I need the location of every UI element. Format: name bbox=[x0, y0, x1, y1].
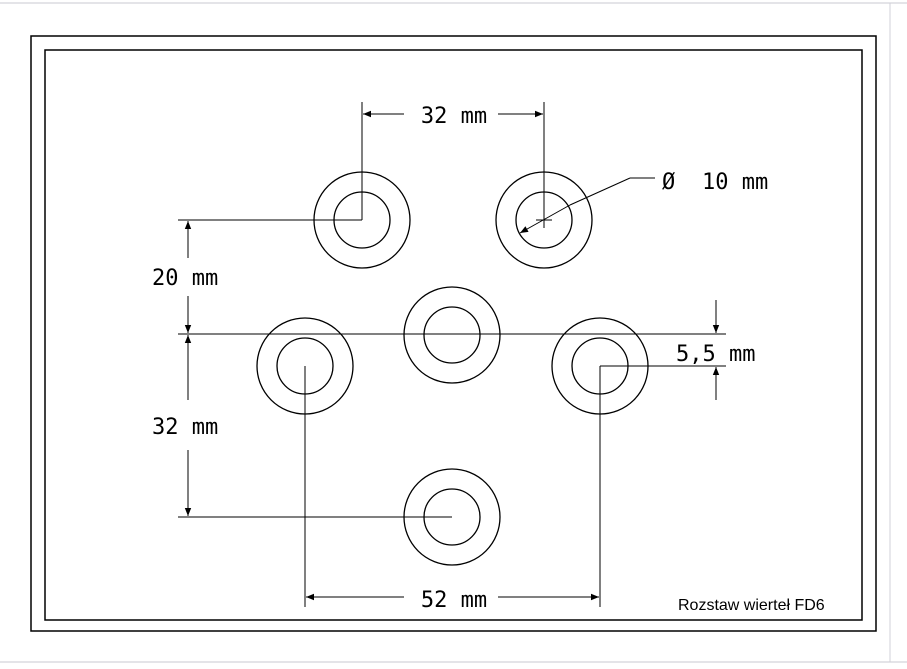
drawing-title: Rozstaw wierteł FD6 bbox=[678, 597, 825, 614]
dimension-top-spacing-label: 32 mm bbox=[421, 104, 487, 129]
hole-center bbox=[403, 286, 501, 384]
dimension-bottom-spacing-lines bbox=[304, 366, 601, 607]
dimension-vertical-extension-lines bbox=[178, 219, 726, 518]
dimension-offset-lines bbox=[600, 300, 726, 400]
dimension-vertical-lower-label: 32 mm bbox=[152, 415, 218, 440]
dimension-bottom-spacing-label: 52 mm bbox=[421, 588, 487, 613]
dimension-vertical-upper-label: 20 mm bbox=[152, 266, 218, 291]
outer-border bbox=[30, 35, 877, 632]
dimension-offset-label: 5,5 mm bbox=[676, 342, 755, 367]
dimension-diameter-label: 10 mm bbox=[702, 170, 768, 195]
dimension-top-spacing-lines bbox=[361, 102, 545, 220]
inner-border bbox=[44, 49, 863, 621]
diameter-symbol: Ø bbox=[662, 170, 675, 195]
dimension-diameter-lines bbox=[519, 177, 655, 234]
